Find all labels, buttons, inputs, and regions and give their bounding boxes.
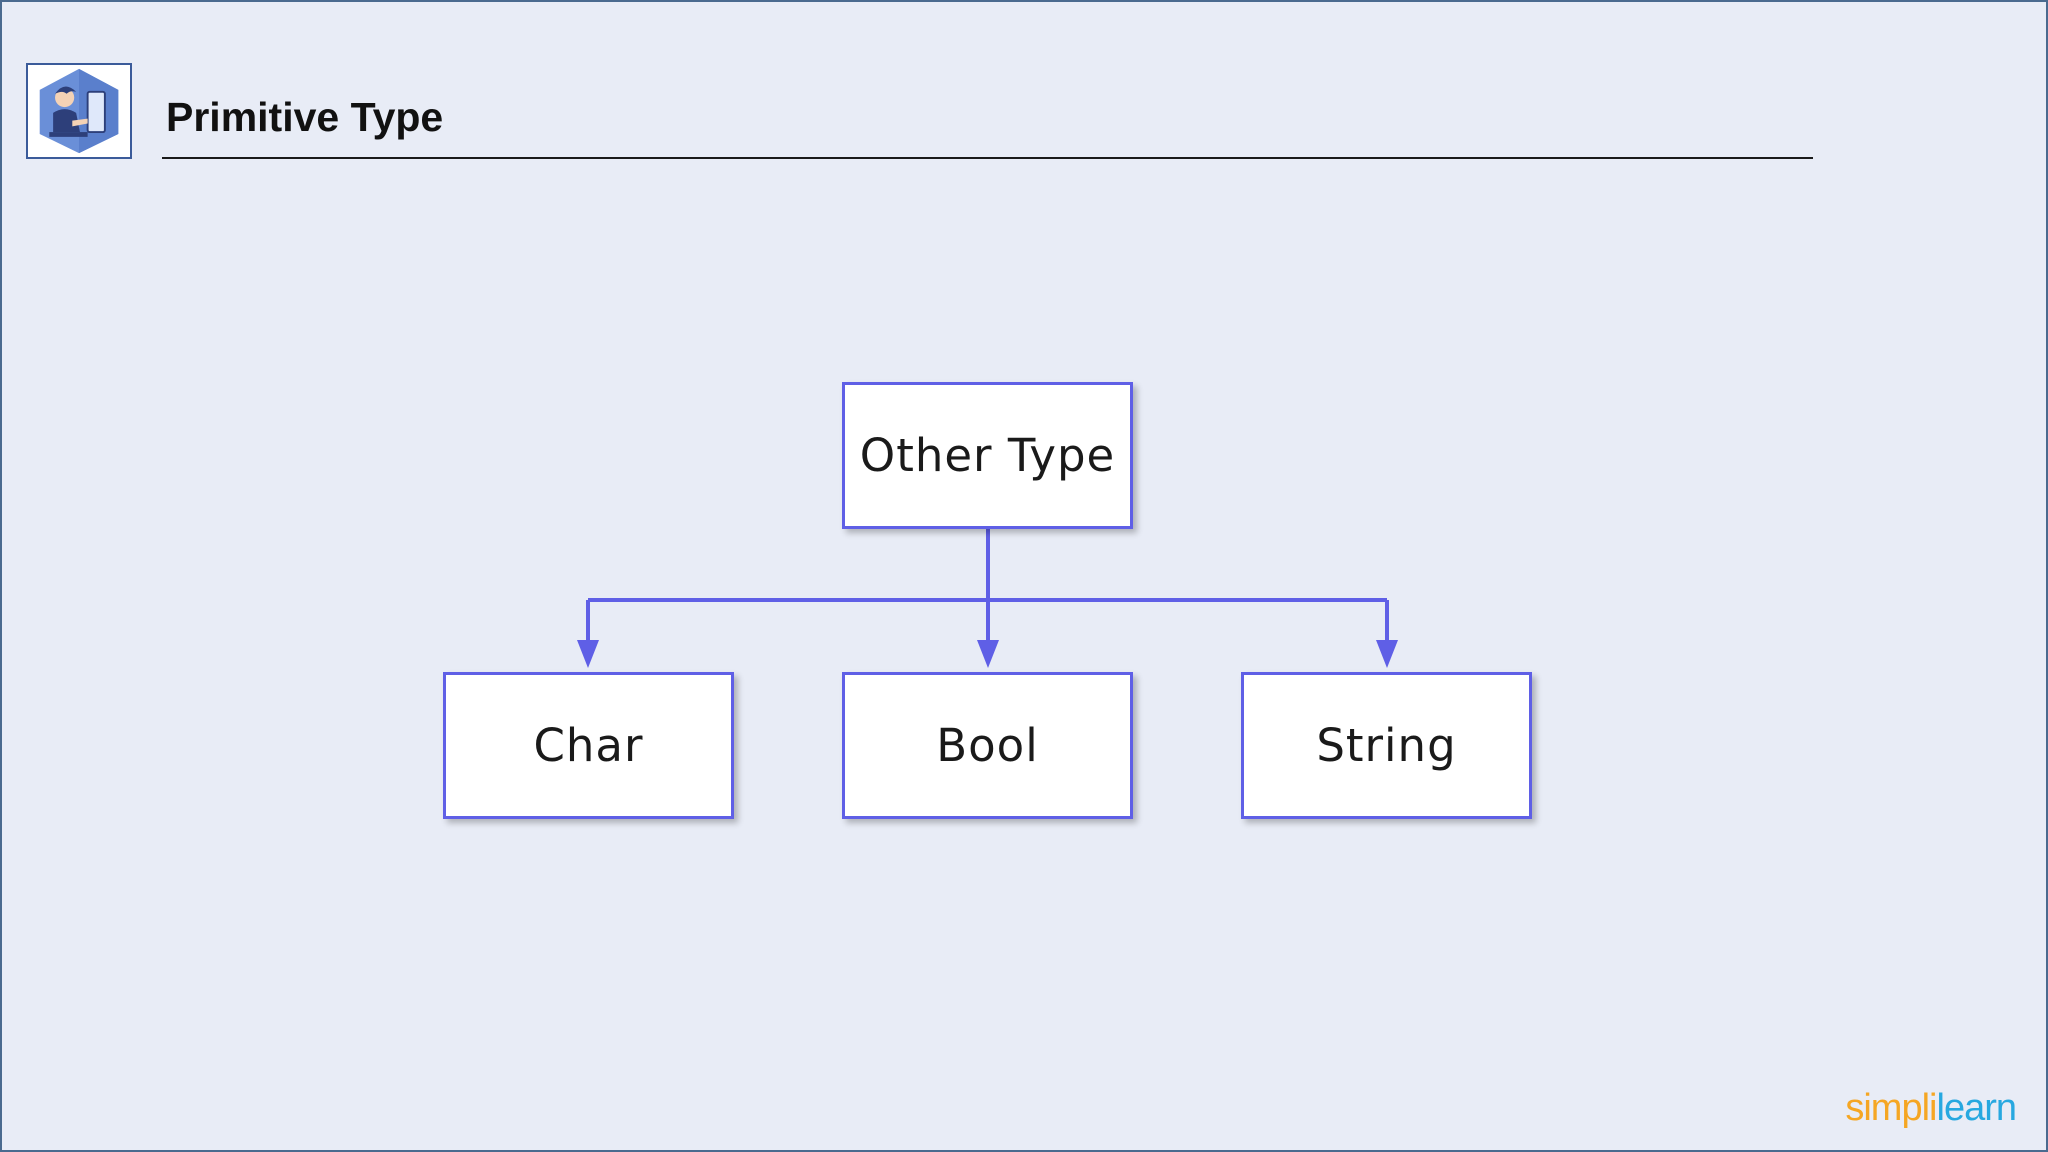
page-title: Primitive Type (166, 94, 444, 140)
arrow-to-bool (977, 640, 999, 668)
title-divider (162, 157, 1813, 159)
arrow-to-string (1376, 640, 1398, 668)
node-label: Bool (936, 719, 1039, 772)
brand-logo: simplilearn (1845, 1087, 2017, 1130)
node-label: Char (533, 719, 644, 772)
node-char: Char (443, 672, 734, 819)
node-string: String (1241, 672, 1532, 819)
arrow-to-char (577, 640, 599, 668)
brand-text-part2: i (1929, 1087, 1938, 1129)
person-at-computer-icon (26, 63, 132, 159)
node-other-type: Other Type (842, 382, 1133, 529)
brand-text-part3: learn (1936, 1087, 2017, 1129)
node-label: Other Type (859, 429, 1116, 482)
brand-text-part1: simpl (1845, 1087, 1930, 1129)
node-label: String (1316, 719, 1457, 772)
node-bool: Bool (842, 672, 1133, 819)
